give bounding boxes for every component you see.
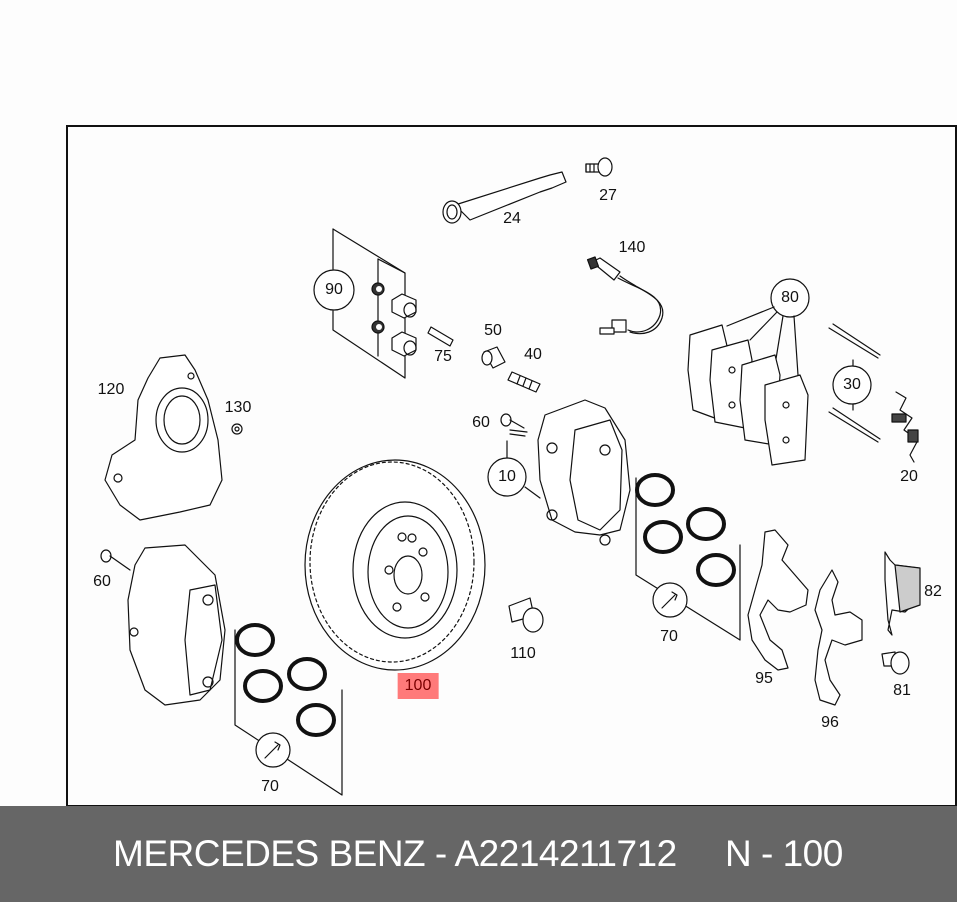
bolt-part-60-lower[interactable] bbox=[100, 549, 131, 571]
caliper-part-10[interactable] bbox=[487, 399, 631, 546]
brake-disc-part-100[interactable] bbox=[304, 459, 486, 671]
callout-24[interactable]: 24 bbox=[503, 210, 521, 227]
seal-kit-part-70-left[interactable] bbox=[234, 623, 343, 796]
callout-60-lower[interactable]: 60 bbox=[93, 573, 111, 590]
wear-sensor-part-140[interactable] bbox=[586, 256, 664, 335]
callout-96[interactable]: 96 bbox=[821, 714, 839, 731]
pin-part-75[interactable] bbox=[427, 326, 454, 347]
screw-part-130[interactable] bbox=[231, 423, 243, 435]
callout-75[interactable]: 75 bbox=[434, 348, 452, 365]
callout-40[interactable]: 40 bbox=[524, 346, 542, 363]
callout-50[interactable]: 50 bbox=[484, 322, 502, 339]
bolt-part-60-upper[interactable] bbox=[500, 413, 525, 429]
pins-part-30[interactable] bbox=[828, 323, 881, 443]
callout-120[interactable]: 120 bbox=[97, 381, 125, 398]
footer-bar: MERCEDES BENZ - A2214211712 N - 100 bbox=[0, 806, 957, 902]
callout-30[interactable]: 30 bbox=[843, 376, 861, 393]
guide-pin-part-24[interactable] bbox=[442, 171, 567, 224]
callout-20[interactable]: 20 bbox=[900, 468, 918, 485]
callout-110[interactable]: 110 bbox=[510, 645, 536, 662]
seal-kit-part-70-right[interactable] bbox=[635, 473, 741, 641]
caliper-part-left[interactable] bbox=[127, 544, 226, 706]
bleeder-part-40[interactable] bbox=[507, 371, 541, 393]
callout-70-left[interactable]: 70 bbox=[261, 778, 279, 795]
spring-part-96[interactable] bbox=[814, 569, 863, 706]
bracket-part-95[interactable] bbox=[747, 529, 809, 671]
callout-80[interactable]: 80 bbox=[781, 289, 799, 306]
plate-part-82[interactable] bbox=[884, 551, 921, 636]
callout-130[interactable]: 130 bbox=[224, 399, 252, 416]
callout-95[interactable]: 95 bbox=[755, 670, 773, 687]
reference-text: N - 100 bbox=[725, 833, 843, 874]
kit-part-90[interactable] bbox=[313, 228, 417, 379]
callout-82[interactable]: 82 bbox=[924, 583, 942, 600]
callout-140[interactable]: 140 bbox=[618, 239, 646, 256]
callout-10[interactable]: 10 bbox=[498, 468, 516, 485]
callout-90[interactable]: 90 bbox=[325, 281, 343, 298]
bolt-part-27[interactable] bbox=[585, 157, 613, 177]
brake-pads-part-80[interactable] bbox=[687, 278, 810, 466]
splash-shield-part-120[interactable] bbox=[104, 354, 223, 521]
callout-27[interactable]: 27 bbox=[599, 187, 617, 204]
cap-part-50[interactable] bbox=[481, 346, 506, 369]
part-number-text: MERCEDES BENZ - A2214211712 bbox=[113, 833, 677, 874]
spring-clip-part-20[interactable] bbox=[891, 391, 919, 463]
screw-part-110[interactable] bbox=[508, 597, 544, 633]
callout-81[interactable]: 81 bbox=[893, 682, 911, 699]
callout-60-upper[interactable]: 60 bbox=[472, 414, 490, 431]
callout-100-highlighted[interactable]: 100 bbox=[397, 673, 439, 699]
screw-part-81[interactable] bbox=[881, 651, 910, 675]
callout-70-right[interactable]: 70 bbox=[660, 628, 678, 645]
